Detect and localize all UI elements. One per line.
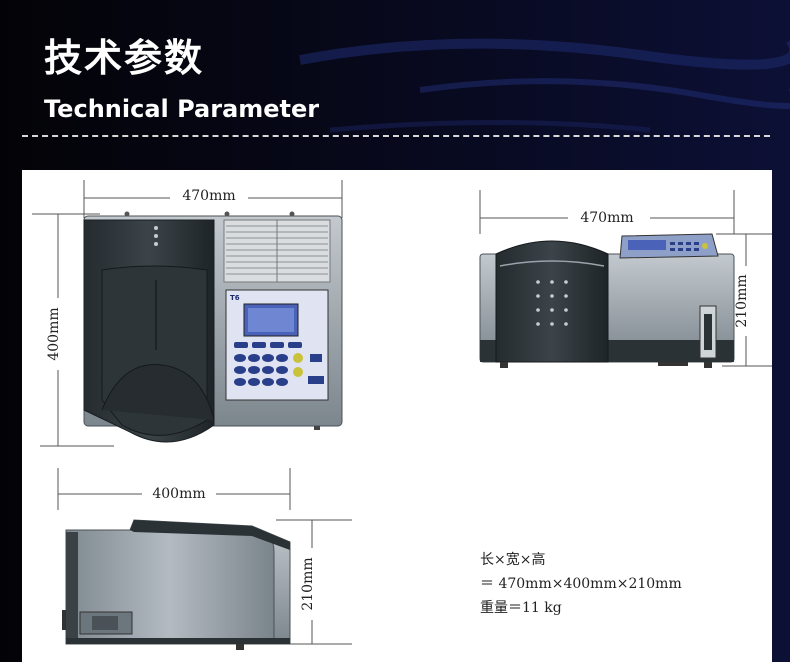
right-height-label: 210mm <box>734 274 750 327</box>
bottom-side-view: 400mm 210mm <box>57 468 352 650</box>
page-title: 技术参数 <box>44 36 205 80</box>
right-side-view: 470mm 210mm <box>479 190 772 368</box>
spec-block: 长×宽×高 ＝ 470mm×400mm×210mm 重量＝11 kg <box>480 548 682 620</box>
bottom-height-label: 210mm <box>300 557 316 610</box>
spec-dimension-heading: 长×宽×高 <box>480 552 546 568</box>
front-view: 470mm 400mm <box>32 180 343 447</box>
dimension-drawings: 470mm 400mm <box>32 180 772 650</box>
dashed-divider <box>22 135 770 137</box>
front-display-brand: T6 <box>230 294 240 302</box>
page-subtitle: Technical Parameter <box>44 95 320 123</box>
bottom-width-label: 400mm <box>152 486 205 502</box>
spec-dimension-value: ＝ 470mm×400mm×210mm <box>480 576 682 592</box>
front-height-label: 400mm <box>46 307 62 360</box>
spec-weight: 重量＝11 kg <box>480 600 562 616</box>
front-width-label: 470mm <box>182 188 235 204</box>
diagram-panel: 470mm 400mm <box>22 170 772 662</box>
right-width-label: 470mm <box>580 210 633 226</box>
